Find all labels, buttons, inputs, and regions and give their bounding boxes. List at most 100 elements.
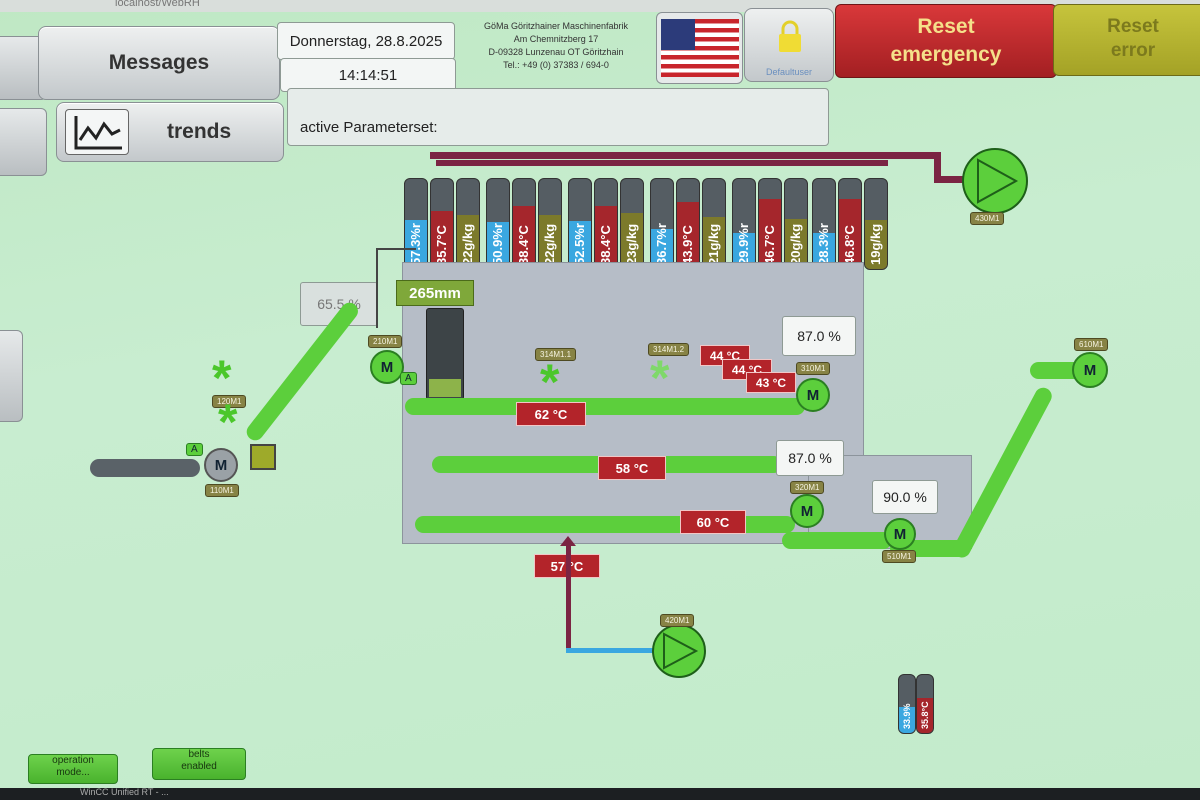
inlet-air-pipe-cold xyxy=(566,648,656,653)
motor-110m1[interactable]: M xyxy=(204,448,238,482)
belts-enabled-line1: belts xyxy=(188,749,210,760)
sensor-bar-fill xyxy=(785,218,807,269)
language-button[interactable] xyxy=(656,12,743,84)
sensor-value: 23g/kg xyxy=(624,223,639,265)
sensor-bar-humidity: 50.9%r xyxy=(486,178,510,270)
sensor-bar-humidity: 52.5%r xyxy=(568,178,592,270)
percent-display-top: 87.0 % xyxy=(782,316,856,356)
sensor-value: 35.7°C xyxy=(434,225,449,265)
belt-upper xyxy=(405,398,805,415)
user-login-button[interactable]: Defaultuser xyxy=(744,8,834,82)
motor-510m1[interactable]: M xyxy=(884,518,916,550)
left-nav-tab-lower[interactable] xyxy=(0,330,23,422)
sensor-bar-fill xyxy=(621,213,643,269)
sensor-value: 29.9%r xyxy=(736,223,751,265)
belts-enabled-button[interactable]: belts enabled xyxy=(152,748,246,780)
sensor-bar-fill xyxy=(759,198,781,269)
sensor-bar-fill xyxy=(899,706,915,733)
sensor-bar-humidity: 29.9%r xyxy=(732,178,756,270)
feed-leader-line xyxy=(376,248,378,328)
sensor-bar-temp: 38.4°C xyxy=(512,178,536,270)
sensor-bar-fill xyxy=(513,206,535,269)
exhaust-duct-lower xyxy=(436,160,888,166)
exhaust-duct-riser xyxy=(934,152,941,182)
sensor-value: 22g/kg xyxy=(460,223,475,265)
sensor-bar-fill xyxy=(595,206,617,269)
operation-mode-line2: mode... xyxy=(56,767,90,778)
temp-belt-upper: 62 °C xyxy=(516,402,586,426)
sensor-bar-fill xyxy=(405,219,427,269)
sensor-value: 38.4°C xyxy=(516,225,531,265)
trends-button[interactable]: trends xyxy=(56,102,284,162)
sensor-bar-humidity: 28.3%r xyxy=(812,178,836,270)
feed-status-indicator xyxy=(250,444,276,470)
sensor-bar-temp: 43.9°C xyxy=(676,178,700,270)
fan-430m1[interactable] xyxy=(962,148,1028,214)
sensor-value: 46.7°C xyxy=(762,225,777,265)
motor-210m1[interactable]: M xyxy=(370,350,404,384)
sensor-bar-fill xyxy=(917,698,933,733)
label-314m1-1: 314M1.1 xyxy=(535,348,577,361)
sensor-bar-fill xyxy=(457,215,479,269)
company-address: GöMa Göritzhainer Maschinenfabrik Am Che… xyxy=(458,20,654,72)
sensor-bar-humidity: 57.3%r xyxy=(404,178,428,270)
sensor-value: 35.8°C xyxy=(920,701,930,729)
operation-mode-button[interactable]: operation mode... xyxy=(28,754,118,784)
company-city: D-09328 Lunzenau OT Göritzhain xyxy=(488,47,624,57)
sensor-value: 57.3%r xyxy=(408,223,423,265)
messages-label: Messages xyxy=(108,51,210,74)
sensor-bar-fill xyxy=(733,233,755,269)
us-flag-icon xyxy=(660,19,739,77)
motor-320m1[interactable]: M xyxy=(790,494,824,528)
taskbar-item[interactable]: WinCC Unified RT - ... xyxy=(80,787,169,797)
sensor-bar-temp: 35.8°C xyxy=(916,674,934,734)
sensor-value: 28.3%r xyxy=(816,223,831,265)
label-510m1: 510M1 xyxy=(882,550,917,563)
browser-url: localhost/WebRH xyxy=(115,0,200,9)
temp-belt-lower: 60 °C xyxy=(680,510,746,534)
reset-emergency-button[interactable]: Reset emergency xyxy=(835,4,1057,78)
level-display: 265mm xyxy=(396,280,474,306)
label-420m1: 420M1 xyxy=(660,614,695,627)
sensor-bar-abs: 22g/kg xyxy=(538,178,562,270)
parameterset-field: active Parameterset: xyxy=(287,88,829,146)
left-nav-tab-middle[interactable] xyxy=(0,108,47,176)
inlet-arrow-icon xyxy=(560,536,576,546)
sensor-bar-fill xyxy=(813,233,835,269)
sensor-bar-fill xyxy=(865,219,887,269)
sensor-value: 52.5%r xyxy=(572,223,587,265)
sensor-bar-fill xyxy=(569,221,591,269)
company-name: GöMa Göritzhainer Maschinenfabrik xyxy=(483,21,629,31)
reset-error-line1: Reset xyxy=(1107,16,1159,37)
auto-indicator-210m1: A xyxy=(400,372,417,385)
reset-emergency-line2: emergency xyxy=(890,43,1002,66)
inlet-air-pipe xyxy=(566,540,571,652)
sensor-bar-humidity: 33.9% xyxy=(898,674,916,734)
fan-420m1[interactable] xyxy=(652,624,706,678)
sensor-value: 46.8°C xyxy=(842,225,857,265)
temp-belt-middle: 58 °C xyxy=(598,456,666,480)
reset-error-button[interactable]: Reset error xyxy=(1053,4,1200,76)
level-gauge xyxy=(426,308,464,400)
sensor-bar-abs: 21g/kg xyxy=(702,178,726,270)
sensor-bar-fill xyxy=(431,210,453,269)
motor-610m1[interactable]: M xyxy=(1072,352,1108,388)
reset-error-line2: error xyxy=(1110,40,1156,61)
trends-label: trends xyxy=(167,120,232,143)
fan-arrow-icon xyxy=(977,158,1019,204)
label-310m1: 310M1 xyxy=(796,362,831,375)
sensor-bar-abs: 19g/kg xyxy=(864,178,888,270)
percent-display-mid: 87.0 % xyxy=(776,440,844,476)
sensor-bar-fill xyxy=(839,198,861,269)
level-gauge-fill xyxy=(429,379,461,397)
messages-button[interactable]: Messages xyxy=(38,26,280,100)
fan-asterisk-icon-120m1-bottom: * xyxy=(218,394,238,450)
sensor-value: 33.9% xyxy=(902,703,912,729)
reset-emergency-line1: Reset xyxy=(917,15,975,38)
sensor-bar-fill xyxy=(539,215,561,269)
motor-310m1[interactable]: M xyxy=(796,378,830,412)
label-210m1: 210M1 xyxy=(368,335,403,348)
exhaust-duct xyxy=(430,152,940,159)
sensor-value: 19g/kg xyxy=(868,223,883,265)
